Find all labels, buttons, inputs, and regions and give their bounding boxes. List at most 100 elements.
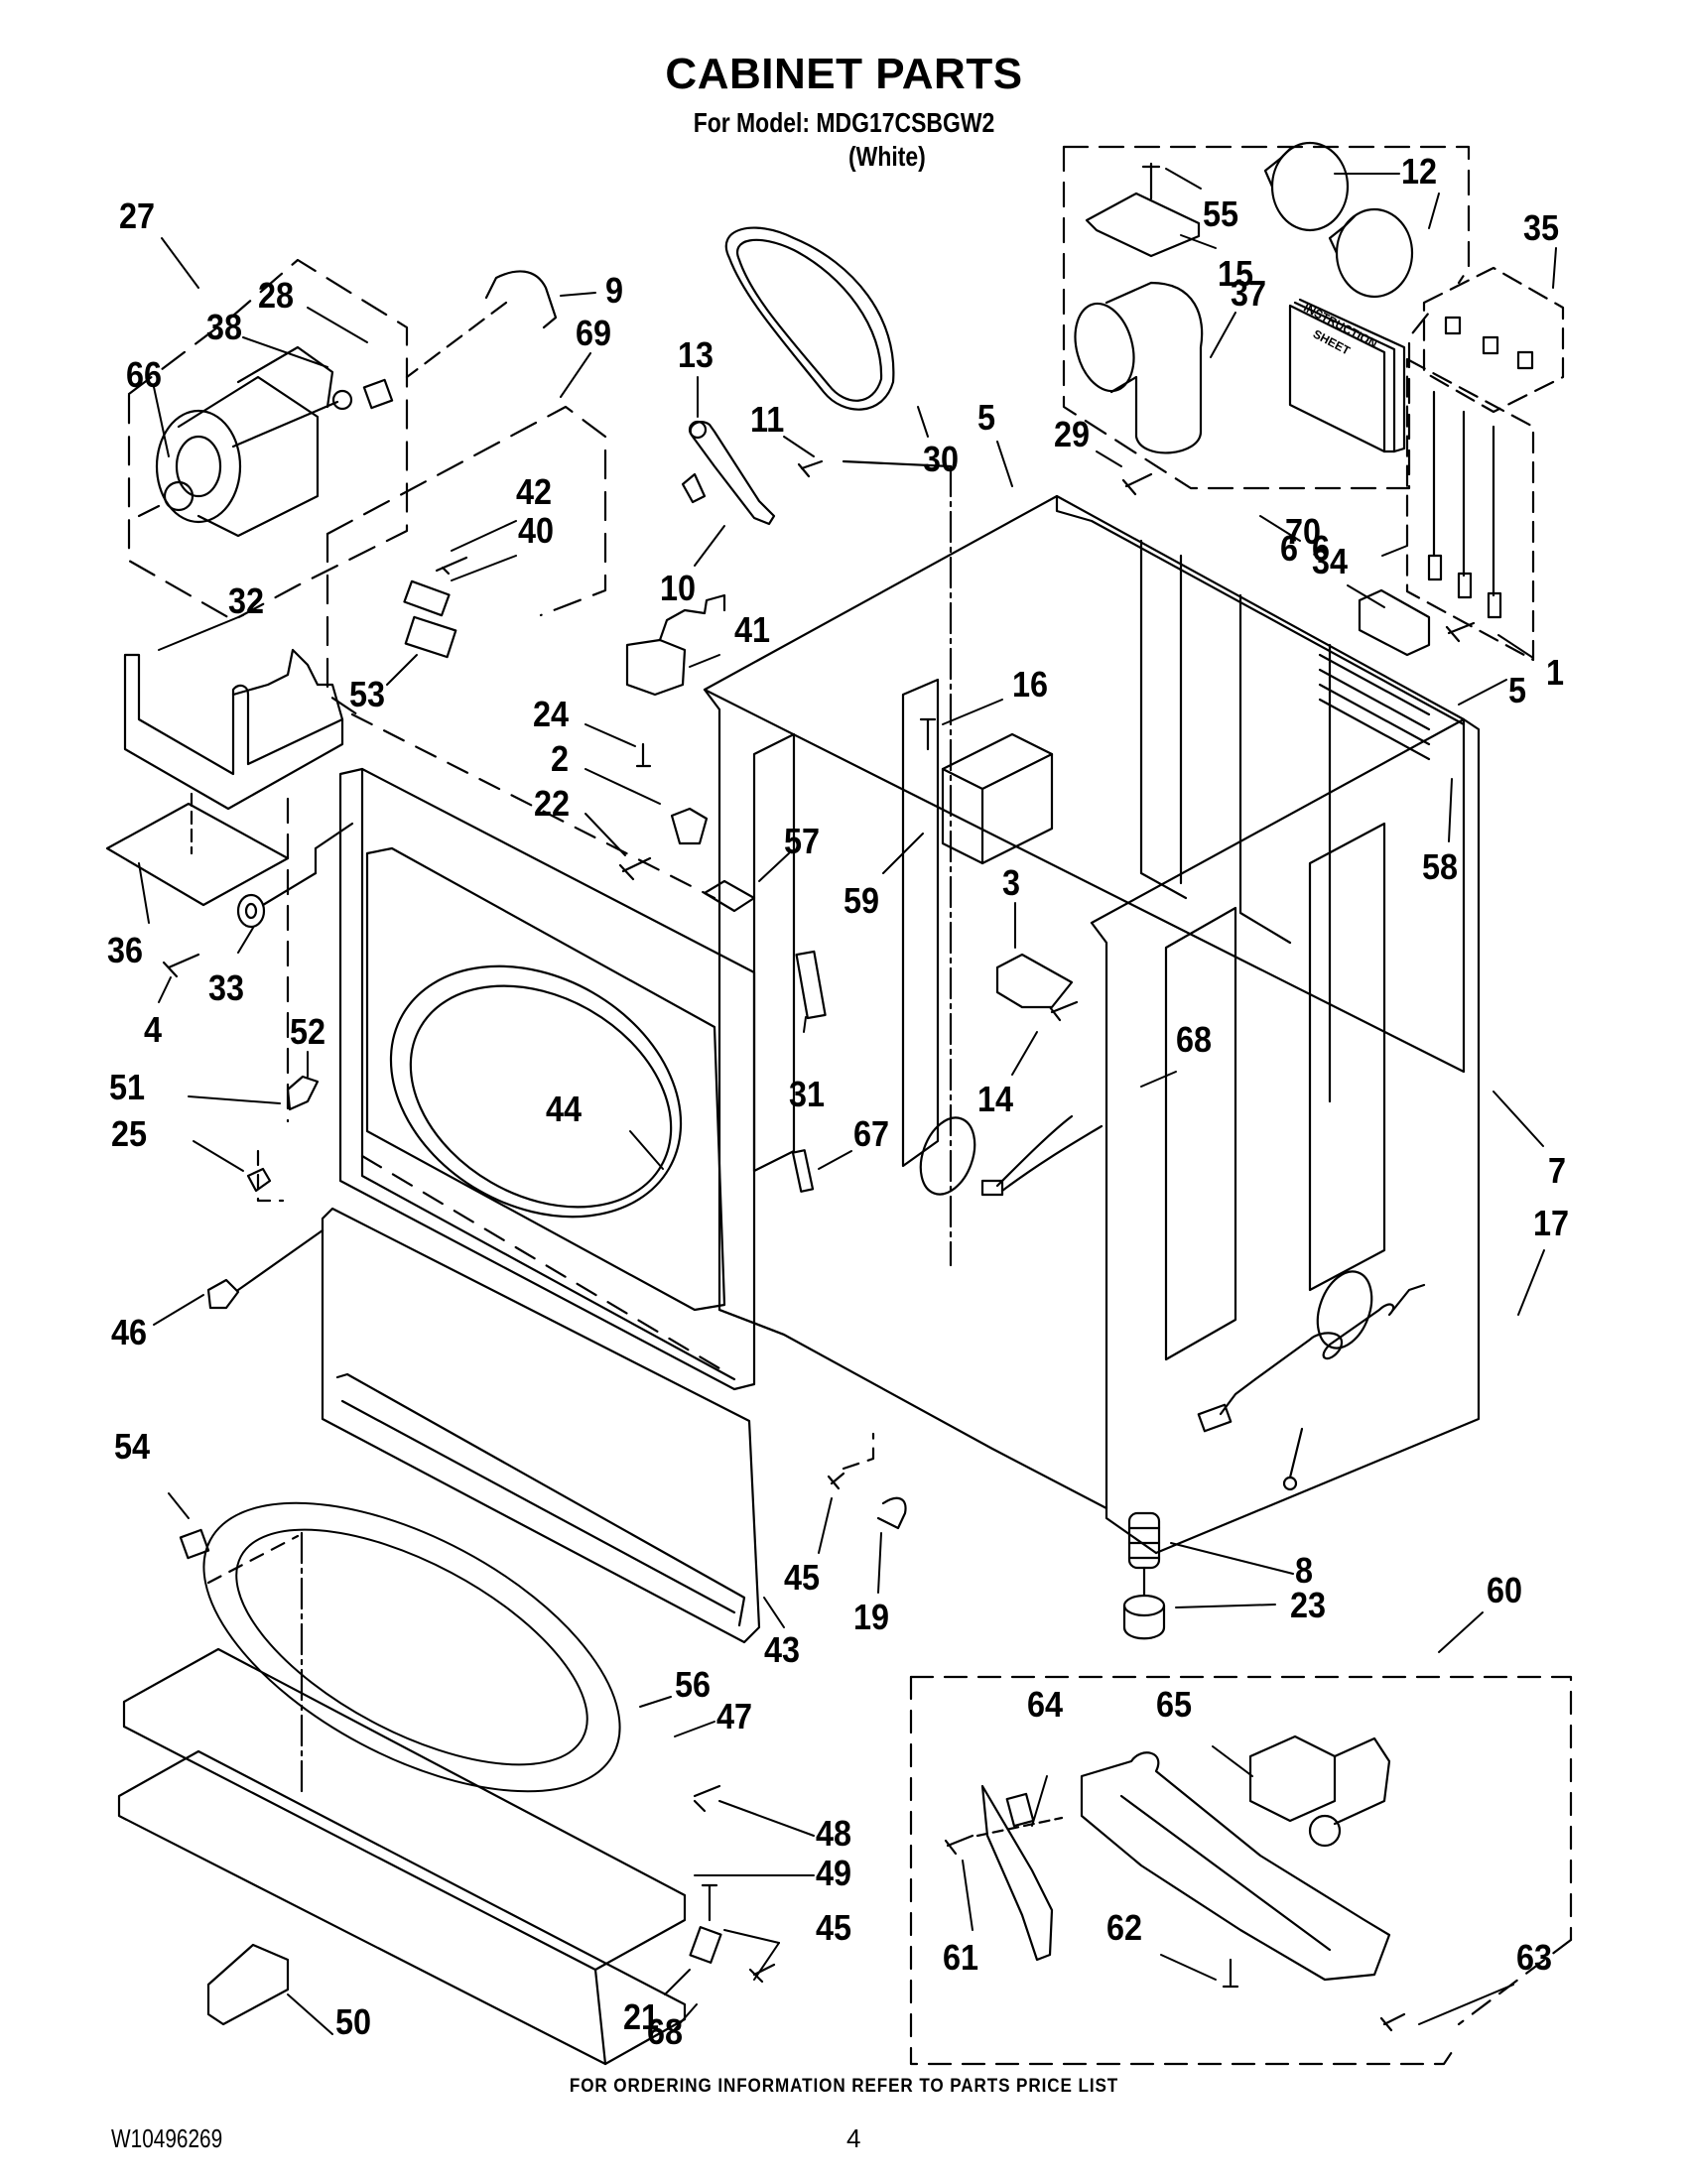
gas-valve-coil-icon [941, 732, 1054, 865]
screw-42-icon [435, 556, 468, 576]
motor-nut [362, 378, 394, 410]
part-label: 22 [534, 783, 571, 824]
part-label: 7 [1548, 1150, 1567, 1191]
part-label: 69 [576, 313, 612, 353]
part-label: 17 [1533, 1203, 1570, 1243]
screw-62-icon [1222, 1958, 1239, 1989]
screw-1-icon [1445, 621, 1476, 643]
model-line: For Model: MDG17CSBGW2 [693, 107, 995, 138]
part-label: 64 [1027, 1684, 1064, 1725]
part-label: 49 [816, 1853, 852, 1893]
part-label: 63 [1516, 1937, 1553, 1978]
part-label: 56 [675, 1664, 712, 1705]
exhaust-elbow-icon [1074, 281, 1204, 454]
part-label: 52 [290, 1011, 326, 1052]
part-label: 55 [1203, 193, 1239, 234]
clip-2-icon [670, 807, 709, 845]
part-label: 60 [1487, 1570, 1523, 1610]
thermostat-icon [625, 638, 687, 697]
burner-assembly-group-outline [909, 1675, 1573, 1942]
part-label: 32 [228, 580, 265, 621]
tension-spring-icon [681, 472, 707, 504]
part-label: 57 [784, 821, 821, 861]
part-label: 23 [1290, 1585, 1327, 1625]
cabinet-body-icon [703, 494, 1481, 1555]
part-label: 65 [1156, 1684, 1193, 1725]
foot-plate-icon [206, 1943, 290, 2026]
part-label: 11 [750, 399, 785, 440]
screw-29-icon [1121, 472, 1153, 496]
part-label: 48 [816, 1813, 852, 1854]
part-label: 54 [114, 1426, 151, 1467]
power-cord-icon [1253, 1283, 1426, 1381]
screw-63-icon [1379, 2012, 1406, 2032]
motor-bracket-icon [123, 653, 344, 811]
part-label: 5 [1508, 670, 1527, 710]
screw-16-icon [919, 717, 937, 751]
part-label: 43 [764, 1629, 801, 1670]
page-number: 4 [846, 2123, 861, 2153]
part-label: 1 [1546, 652, 1565, 693]
clip-46-icon [206, 1278, 240, 1310]
part-label: 45 [816, 1907, 852, 1948]
burner-tube-icon [1080, 1751, 1391, 1982]
part-label: 8 [1295, 1550, 1314, 1591]
part-label: 21 [623, 1996, 660, 2037]
part-label: 10 [660, 568, 697, 608]
screw-45b-icon [701, 1883, 718, 1922]
part-label: 24 [533, 694, 570, 734]
part-label: 51 [109, 1067, 146, 1107]
part-label: 58 [1422, 846, 1459, 887]
part-label: 50 [335, 2001, 372, 2042]
part-label: 45 [784, 1557, 821, 1598]
part-label: 53 [349, 674, 386, 714]
washer-icon [236, 893, 266, 929]
drive-motor-icon [137, 345, 339, 538]
screw-14-icon [1048, 1000, 1079, 1022]
part-label: 68 [1176, 1019, 1213, 1060]
bracket-3-icon [995, 953, 1074, 1009]
part-label: 44 [546, 1089, 583, 1129]
cover-plate-15-icon [1085, 192, 1201, 258]
color-line: (White) [848, 141, 926, 172]
ordering-note: FOR ORDERING INFORMATION REFER TO PARTS … [569, 2076, 1119, 2097]
part-label: 9 [605, 270, 624, 311]
part-label: 35 [1523, 207, 1560, 248]
lower-front-frame-icon [122, 1647, 687, 1972]
motor-strap-icon [484, 270, 558, 329]
part-label: 13 [678, 334, 714, 375]
accessory-group-outline [1062, 145, 1471, 285]
clip-54-icon [179, 1528, 210, 1560]
screw-61-icon [944, 1834, 974, 1856]
screw-24-icon [635, 742, 652, 768]
part-label: 47 [716, 1696, 753, 1736]
wire-harness-icon [995, 1114, 1104, 1193]
part-label: 46 [111, 1312, 148, 1352]
block-31-icon [795, 950, 827, 1020]
switch-bracket-icon [404, 615, 457, 659]
part-label: 41 [734, 609, 771, 650]
part-label: 31 [789, 1074, 826, 1114]
motor-assembly-group-outline [127, 258, 409, 622]
screw-4-icon [162, 953, 200, 978]
bracket-68-icon [689, 1926, 722, 1964]
part-label: 30 [923, 439, 960, 479]
part-label: 33 [208, 967, 245, 1008]
part-label: 29 [1054, 414, 1091, 454]
part-label: 40 [518, 510, 555, 551]
screw-22-icon [618, 856, 652, 881]
part-label: 36 [107, 930, 144, 970]
part-label: 37 [1231, 273, 1267, 314]
hinge-cover-icon [286, 1075, 320, 1111]
part-label: 34 [1312, 541, 1349, 581]
door-seal-icon [202, 1501, 621, 1793]
leg-cap-icon [1122, 1594, 1166, 1640]
igniter-icon [980, 1784, 1054, 1962]
screw-11-icon [797, 459, 824, 478]
part-label: 25 [111, 1113, 148, 1154]
page-title: CABINET PARTS [665, 50, 1023, 98]
part-label: 4 [144, 1009, 163, 1050]
bumper-icon [246, 1167, 272, 1193]
